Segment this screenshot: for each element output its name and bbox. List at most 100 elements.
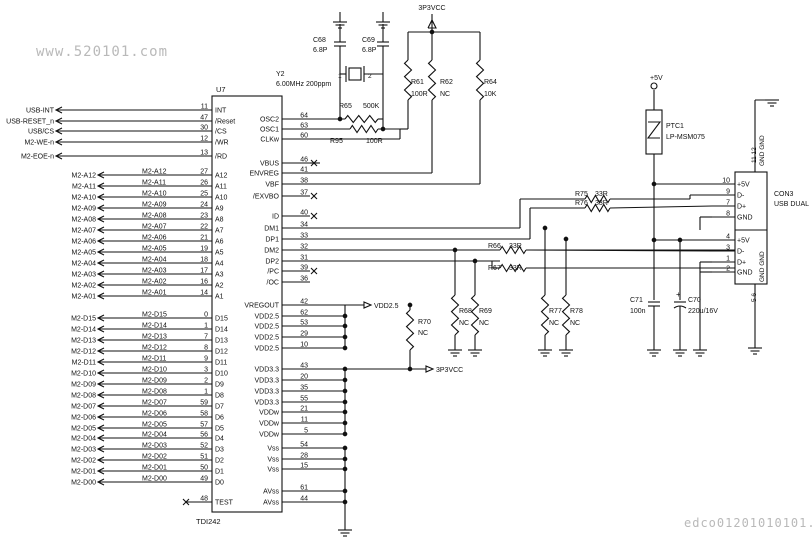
u7-pin-number: 64	[300, 113, 308, 120]
address-net-label: M2-A03	[142, 268, 167, 275]
address-net-arrow	[96, 259, 105, 267]
data-net-label: M2-D02	[71, 458, 96, 465]
u7-ref: U7	[216, 85, 226, 94]
y2-crystal	[348, 67, 362, 81]
data-net-arrow	[96, 413, 105, 421]
u7-pin-number: 24	[200, 202, 208, 209]
u7-pin-number: 1	[204, 323, 208, 330]
u7-pin-name: A6	[215, 239, 224, 246]
data-net-label: M2-D12	[71, 349, 96, 356]
u7-pin-number: 21	[200, 235, 208, 242]
junction-dot	[342, 377, 348, 383]
vcc33-label: 3P3VCC	[436, 367, 463, 374]
u7-pin-number: 37	[300, 190, 308, 197]
control-net-label: USB/CS	[28, 129, 54, 136]
con3-pin-number: 7	[726, 200, 730, 207]
junction-dot	[342, 420, 348, 426]
u7-pin-name: CLKw	[260, 137, 280, 144]
con3-pin-number: 9	[726, 189, 730, 196]
data-net-arrow	[96, 380, 105, 388]
r69-resistor	[470, 294, 480, 336]
data-net-arrow	[96, 358, 105, 366]
address-net-label: M2-A04	[142, 257, 167, 264]
address-net-arrow	[96, 226, 105, 234]
r76-resistor	[584, 203, 611, 213]
u7-pin-name: VDD3.3	[254, 367, 279, 374]
data-net-label: M2-D10	[142, 367, 167, 374]
u7-pin-number: 15	[300, 463, 308, 470]
data-net-label: M2-D05	[71, 426, 96, 433]
junction-dot	[563, 236, 569, 242]
r69-value: NC	[479, 320, 489, 327]
r70-value: NC	[418, 330, 428, 337]
control-net-arrow	[54, 127, 63, 135]
y2-pin2: 2	[368, 73, 372, 80]
data-net-label: M2-D06	[71, 415, 96, 422]
r67-value: 33R	[509, 265, 522, 272]
u7-pin-number: 47	[200, 115, 208, 122]
junction-dot	[651, 237, 657, 243]
u7-pin-name: D13	[215, 338, 228, 345]
u7-pin-name: A10	[215, 195, 228, 202]
address-net-label: M2-A01	[71, 294, 96, 301]
con3-shield-label: GND GND	[759, 251, 766, 282]
u7-pin-number: 54	[300, 442, 308, 449]
u7-pin-name: AVss	[263, 489, 279, 496]
r62-value: NC	[440, 91, 450, 98]
u7-pin-name: D1	[215, 469, 224, 476]
u7-pin-name: D3	[215, 447, 224, 454]
control-net-arrow	[54, 138, 63, 146]
r75-resistor	[584, 194, 611, 204]
data-net-label: M2-D04	[142, 432, 167, 439]
u7-pin-name: A3	[215, 272, 224, 279]
junction-dot	[342, 499, 348, 505]
data-net-label: M2-D08	[142, 389, 167, 396]
con3-pin-name: +5V	[737, 182, 750, 189]
control-net-arrow	[54, 117, 63, 125]
u7-pin-name: DM1	[264, 226, 279, 233]
u7-pin-number: 42	[300, 299, 308, 306]
data-net-arrow	[96, 369, 105, 377]
u7-pin-number: 10	[300, 342, 308, 349]
con3-shield-label: GND GND	[759, 135, 766, 166]
u7-pin-name: /PC	[267, 269, 279, 276]
data-net-label: M2-D15	[142, 312, 167, 319]
u7-pin-name: A4	[215, 261, 224, 268]
u7-pin-name: VDD3.3	[254, 400, 279, 407]
junction-dot	[342, 334, 348, 340]
u7-pin-number: 31	[300, 255, 308, 262]
data-net-arrow	[96, 402, 105, 410]
r69-ref: R69	[479, 308, 492, 315]
u7-pin-name: VREGOUT	[244, 303, 279, 310]
data-net-arrow	[96, 467, 105, 475]
data-net-label: M2-D08	[71, 393, 96, 400]
r61-ref: R61	[411, 79, 424, 86]
con3-value: USB DUAL	[774, 201, 809, 208]
r67-resistor	[499, 263, 527, 273]
control-net-label: M2-WE-n	[24, 140, 54, 147]
u7-pin-number: 5	[304, 428, 308, 435]
u7-part-name: TDI242	[196, 517, 221, 526]
u7-pin-name: D4	[215, 436, 224, 443]
u7-pin-number: 53	[300, 320, 308, 327]
u7-pin-number: 51	[200, 454, 208, 461]
u7-pin-name: DP1	[265, 237, 279, 244]
u7-pin-name: D15	[215, 316, 228, 323]
r75-ref: R75	[575, 191, 588, 198]
junction-dot	[342, 488, 348, 494]
address-net-label: M2-A11	[142, 180, 166, 187]
u7-pin-name: OSC2	[260, 117, 279, 124]
u7-pin-name: VBF	[265, 182, 279, 189]
data-net-label: M2-D14	[142, 323, 167, 330]
u7-pin-number: 46	[300, 157, 308, 164]
r78-value: NC	[570, 320, 580, 327]
ptc1-value: LP-MSM075	[666, 134, 705, 141]
con3-pin-number: 2	[726, 266, 730, 273]
con3-ref: CON3	[774, 191, 794, 198]
r95-resistor	[349, 124, 379, 134]
junction-dot	[337, 116, 343, 122]
data-net-label: M2-D10	[71, 371, 96, 378]
u7-pin-name: OSC1	[260, 127, 279, 134]
y2-value: 6.00MHz 200ppm	[276, 81, 331, 88]
